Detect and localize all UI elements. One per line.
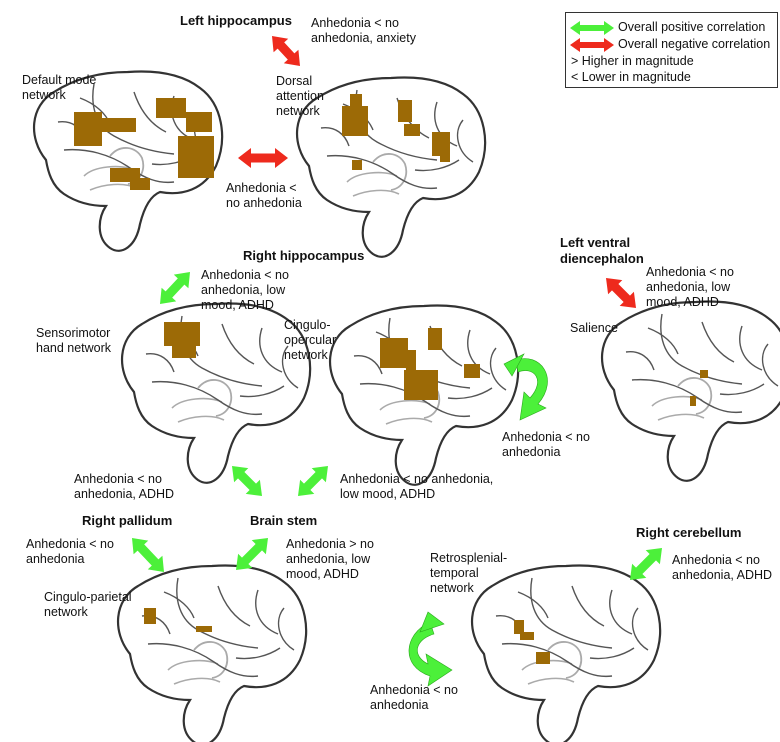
- arrow-default-mode-dorsal-attention: [238, 148, 288, 168]
- finding-left-ventral-diencephalon-salience: Anhedonia < no anhedonia, low mood, ADHD: [646, 265, 734, 309]
- finding-brain-stem-cingulo-parietal: Anhedonia > no anhedonia, low mood, ADHD: [286, 537, 374, 581]
- brain-salience: [600, 300, 780, 482]
- arrow-right-cerebellum-retrosplenial: [630, 548, 662, 580]
- finding-left-hippocampus-dorsal-attention: Anhedonia < no anhedonia, anxiety: [311, 16, 416, 45]
- region-left-hippocampus: Left hippocampus: [180, 13, 292, 28]
- network-cingulo-opercular: Cingulo- opercular network: [284, 318, 337, 362]
- network-sensorimotor-hand: Sensorimotor hand network: [36, 326, 112, 355]
- activation-sensorimotor-hand: [164, 322, 200, 358]
- activation-cingulo-parietal: [144, 608, 212, 632]
- finding-sensorimotor-brain-stem: Anhedonia < no anhedonia, ADHD: [74, 472, 175, 501]
- self-loop-arrow-cingulo-opercular: [503, 353, 548, 421]
- activation-salience: [690, 370, 708, 406]
- network-dorsal-attention: Dorsal attention network: [276, 74, 324, 118]
- legend: [565, 12, 778, 88]
- finding-cingulo-opercular-self: Anhedonia < no anhedonia: [502, 430, 590, 459]
- arrow-left-hippocampus-dorsal-attention: [272, 36, 300, 66]
- activation-retrosplenial-temporal: [514, 620, 550, 664]
- finding-default-mode-dorsal-attention: Anhedonia < no anhedonia: [226, 181, 302, 210]
- activation-cingulo-opercular: [380, 328, 480, 400]
- arrow-left-ventral-diencephalon-salience: [606, 278, 636, 308]
- activation-default-mode: [74, 98, 214, 190]
- finding-right-pallidum-cingulo-parietal: Anhedonia < no anhedonia: [26, 537, 114, 566]
- legend-lower-label: < Lower in magnitude: [571, 70, 691, 84]
- region-brain-stem: Brain stem: [250, 513, 318, 528]
- network-cingulo-parietal: Cingulo-parietal network: [44, 590, 132, 619]
- legend-negative-arrow: [570, 38, 614, 52]
- legend-higher-label: > Higher in magnitude: [571, 54, 694, 68]
- brain-dorsal-attention: [295, 76, 487, 258]
- legend-positive-label: Overall positive correlation: [618, 20, 766, 34]
- finding-cingulo-opercular-brain-stem: Anhedonia < no anhedonia, low mood, ADHD: [340, 472, 494, 501]
- arrow-sensorimotor-brain-stem: [232, 466, 262, 496]
- arrow-right-pallidum-cingulo-parietal: [132, 538, 164, 572]
- brain-sensorimotor-hand: [120, 302, 312, 484]
- arrow-cingulo-opercular-brain-stem: [298, 466, 328, 496]
- brain-cingulo-parietal: [116, 564, 308, 742]
- legend-negative-label: Overall negative correlation: [618, 37, 771, 51]
- self-loop-arrow-retrosplenial-temporal: [408, 611, 453, 687]
- finding-right-hippocampus-sensorimotor: Anhedonia < no anhedonia, low mood, ADHD: [201, 268, 289, 312]
- network-retrosplenial-temporal: Retrosplenial- temporal network: [430, 551, 508, 595]
- region-right-cerebellum: Right cerebellum: [636, 525, 742, 540]
- region-left-ventral-diencephalon: Left ventral diencephalon: [560, 235, 644, 266]
- region-right-pallidum: Right pallidum: [82, 513, 173, 528]
- arrow-brain-stem-cingulo-parietal: [236, 538, 268, 570]
- arrow-right-hippocampus-sensorimotor: [160, 272, 190, 304]
- finding-right-cerebellum-retrosplenial: Anhedonia < no anhedonia, ADHD: [672, 553, 773, 582]
- network-salience: Salience: [570, 321, 618, 335]
- finding-retrosplenial-self: Anhedonia < no anhedonia: [370, 683, 458, 712]
- region-right-hippocampus: Right hippocampus: [243, 248, 365, 263]
- network-default-mode: Default mode network: [22, 73, 97, 102]
- activation-dorsal-attention: [342, 94, 450, 170]
- legend-positive-arrow: [570, 21, 614, 35]
